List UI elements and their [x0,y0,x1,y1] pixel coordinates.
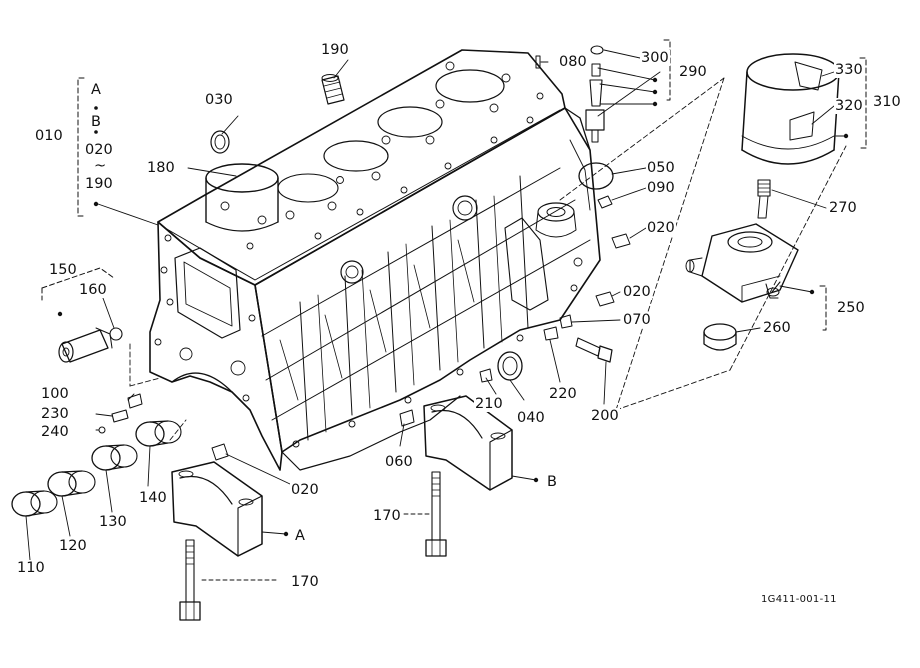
callout-cap-a: A [294,528,306,544]
part-120-bearing [47,470,96,497]
callout-260: 260 [762,320,792,336]
leader-lines [25,49,847,581]
part-030-plug [210,130,230,154]
part-040-seal [497,351,523,381]
callout-320: 320 [834,98,864,114]
callout-170-a: 170 [290,574,320,590]
part-020-plugs [211,233,631,461]
callout-090: 090 [646,180,676,196]
callout-a-range: A [91,82,101,98]
part-060-plug [399,409,415,427]
part-290-switch [585,45,605,143]
part-110-bearing [11,490,58,517]
callout-150: 150 [49,262,77,278]
callout-250: 250 [836,300,866,316]
part-150-shaft [58,327,113,363]
part-140-bearing [135,420,182,447]
part-170-bolt-left [179,539,201,621]
callout-070: 070 [622,312,652,328]
callout-020-b: 020 [622,284,652,300]
part-050-plug [578,162,614,190]
part-090-plug [597,195,613,209]
part-bearing-cap-a [171,461,263,557]
callout-080: 080 [558,54,588,70]
callout-030: 030 [204,92,234,108]
part-230-nozzle [98,409,129,434]
brackets [41,39,867,331]
callout-110: 110 [16,560,46,576]
callout-b-range: B [91,114,101,130]
callout-060: 060 [384,454,414,470]
figure-code: 1G411-001-11 [761,594,837,605]
callout-160: 160 [78,282,108,298]
part-070-plug [559,314,573,329]
callout-210: 210 [474,396,504,412]
callout-140: 140 [138,490,168,506]
callout-190: 190 [320,42,350,58]
part-270-stud [757,179,771,219]
part-190-cap [321,74,345,105]
callout-190-range: 190 [85,176,113,192]
callout-range-tilde: ~ [94,158,107,174]
part-160-ball [109,327,123,341]
callout-240: 240 [40,424,70,440]
callout-010: 010 [35,128,63,144]
part-310-oil-filter [741,53,840,165]
part-130-bearing [91,444,138,471]
callout-cap-b: B [546,474,558,490]
callout-230: 230 [40,406,70,422]
callout-020-range: 020 [85,142,113,158]
part-080-pin [535,55,541,69]
callout-100: 100 [40,386,70,402]
part-260-ring [703,323,737,351]
callout-330: 330 [834,62,864,78]
part-100-pin [127,393,143,409]
callout-220: 220 [548,386,578,402]
callout-300: 300 [640,50,670,66]
part-170-bolt-right [425,471,447,557]
callout-dots [57,77,849,537]
callout-050: 050 [646,160,676,176]
callout-120: 120 [58,538,88,554]
callout-180: 180 [146,160,176,176]
callout-310: 310 [872,94,902,110]
part-220-plug [543,326,559,341]
part-210-plug [479,368,493,383]
callout-170-b: 170 [372,508,402,524]
part-200-bolt [575,337,613,363]
callout-020-c: 020 [290,482,320,498]
part-bearing-cap-b [423,395,513,491]
callout-130: 130 [98,514,128,530]
callout-290: 290 [678,64,708,80]
callout-200: 200 [590,408,620,424]
part-250-oil-cooler [685,223,799,303]
callout-040: 040 [516,410,546,426]
cylinder-block [149,49,601,471]
callout-020-a: 020 [646,220,676,236]
callout-270: 270 [828,200,858,216]
